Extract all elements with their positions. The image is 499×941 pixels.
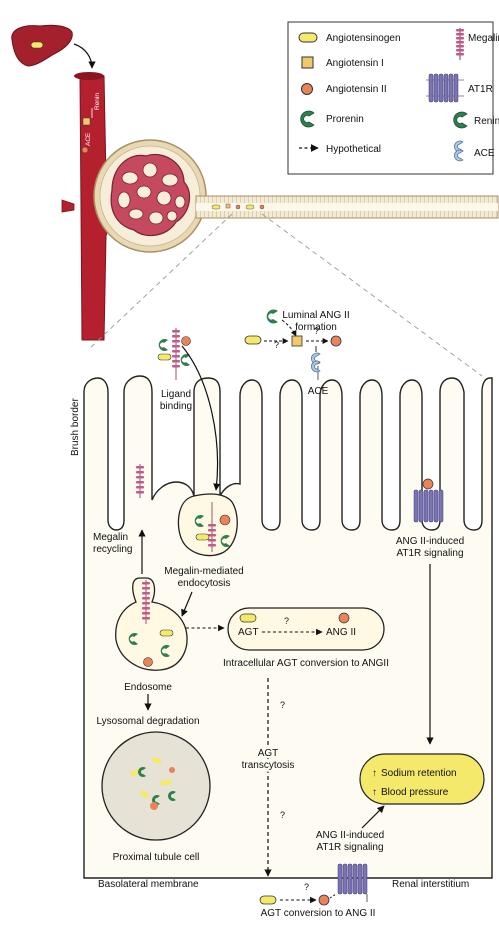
at1r-bottom-label-1: ANG II-induced xyxy=(316,830,384,841)
luminal-ace xyxy=(311,352,321,380)
vesicle-megalin xyxy=(208,502,216,552)
interstitium-label: Renal interstitium xyxy=(392,879,469,890)
luminal-ang2-icon xyxy=(330,335,342,347)
q-transcytosis-1: ? xyxy=(280,700,285,710)
liver-agt-icon xyxy=(30,41,44,49)
agt-conversion-label: AGT conversion to ANG II xyxy=(261,908,376,919)
legend-angiotensin1: Angiotensin I xyxy=(326,58,384,69)
ligand-binding-label-2: binding xyxy=(160,401,192,412)
at1r-bottom-arrow xyxy=(361,805,385,829)
at1r-top-label-1: ANG II-induced xyxy=(396,536,464,547)
liver-illustration xyxy=(11,24,73,67)
q-luminal-1: ? xyxy=(274,340,279,350)
legend-at1r: AT1R xyxy=(468,84,493,95)
intracellular-ang2-label: ANG II xyxy=(326,627,356,638)
endocytosis-label-1: Megalin-mediated xyxy=(164,566,244,577)
endocytic-vesicle xyxy=(177,493,238,557)
legend-megalin: Megalin xyxy=(468,33,499,44)
lysosomal-label: Lysosomal degradation xyxy=(96,716,199,727)
at1r-top xyxy=(413,478,444,523)
luminal-formation-label-1: Luminal ANG II xyxy=(282,310,349,321)
ace-lumen-label: ACE xyxy=(308,386,329,397)
liver-to-vessel-arrow xyxy=(73,43,96,69)
blood-pressure-label: Blood pressure xyxy=(381,787,449,798)
bp-up-arrow: ↑ xyxy=(372,787,377,798)
intracellular-agt-label: AGT xyxy=(238,627,259,638)
zoom-line-right xyxy=(261,213,483,377)
endosome-label: Endosome xyxy=(124,682,172,693)
agt-icon xyxy=(298,32,318,43)
at1r-bottom-label-2: AT1R signaling xyxy=(316,842,383,853)
zoom-line-left xyxy=(87,213,233,351)
at1r-bottom xyxy=(337,863,368,902)
legend-hypothetical: Hypothetical xyxy=(326,144,381,155)
at1r-icon xyxy=(426,73,464,103)
proximal-tubule-segment xyxy=(195,195,499,219)
transcytosis-label-1: AGT xyxy=(258,748,279,759)
ligand-binding-label-1: Ligand xyxy=(161,389,191,400)
intracellular-label: Intracellular AGT conversion to ANGII xyxy=(223,658,389,669)
luminal-prorenin-icon xyxy=(266,309,278,324)
outcome-box xyxy=(359,753,485,805)
megalin-recycling-label-1: Megalin xyxy=(93,532,128,543)
interstitial-agt-icon xyxy=(259,895,277,905)
transcytosis-label-2: transcytosis xyxy=(242,760,295,771)
ang1-icon xyxy=(301,56,314,69)
vessel-ace-label: ACE xyxy=(85,132,92,146)
luminal-ang1-icon xyxy=(291,335,303,347)
megalin-recycling-label-2: recycling xyxy=(93,544,132,555)
vessel-renin-label: Renin xyxy=(94,93,101,110)
legend-angiotensinogen: Angiotensinogen xyxy=(326,33,401,44)
basolateral-label: Basolateral membrane xyxy=(98,879,199,890)
luminal-formation-label-2: formation xyxy=(295,322,337,333)
endocytosis-arrow xyxy=(181,591,193,617)
renin-icon xyxy=(453,111,468,129)
legend-prorenin: Prorenin xyxy=(326,114,364,125)
endosome xyxy=(115,577,188,671)
at1r-top-label-2: AT1R signaling xyxy=(396,548,463,559)
lysosome xyxy=(101,731,211,841)
prorenin-icon xyxy=(300,110,315,128)
legend-ace: ACE xyxy=(474,148,495,159)
luminal-arrow-1 xyxy=(281,319,297,337)
intracellular-vesicle xyxy=(227,607,385,651)
ligand-binding-megalin xyxy=(157,328,191,380)
endocytosis-label-2: endocytosis xyxy=(178,578,231,589)
legend-renin: Renin xyxy=(474,116,499,127)
sodium-label: Sodium retention xyxy=(381,768,457,779)
ace-icon xyxy=(454,140,464,162)
legend-angiotensin2: Angiotensin II xyxy=(326,84,387,95)
brush-border-label: Brush border xyxy=(70,398,81,456)
glomerulus xyxy=(93,139,207,253)
ligand-to-vesicle-arrow xyxy=(181,345,221,491)
cell-label: Proximal tubule cell xyxy=(113,852,200,863)
recycling-megalin xyxy=(136,464,144,498)
ang2-to-at1r-line xyxy=(329,893,337,899)
ang2-icon xyxy=(301,83,313,95)
megalin-icon xyxy=(456,28,464,60)
q-transcytosis-2: ? xyxy=(280,810,285,820)
vessel-ang1-icon xyxy=(82,117,91,126)
luminal-agt-icon xyxy=(244,335,262,345)
q-intracellular: ? xyxy=(284,616,289,626)
vessel-ang2-icon xyxy=(81,146,89,154)
sodium-up-arrow: ↑ xyxy=(372,768,377,779)
interstitial-ang2-icon xyxy=(318,894,330,906)
q-interstitial: ? xyxy=(304,882,309,892)
q-luminal-2: ? xyxy=(314,326,319,336)
legend-box: Angiotensinogen Angiotensin I Angiotensi… xyxy=(287,21,499,175)
